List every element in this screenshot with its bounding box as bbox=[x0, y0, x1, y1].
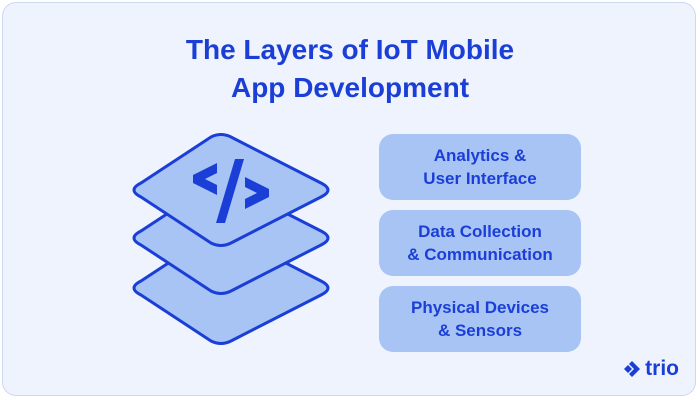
layer-label-physical-devices: Physical Devices & Sensors bbox=[379, 286, 581, 352]
layer-label-analytics: Analytics & User Interface bbox=[379, 134, 581, 200]
trio-logo-icon bbox=[624, 361, 641, 377]
brand-name: trio bbox=[645, 357, 679, 380]
layer-label-line: & Communication bbox=[407, 245, 553, 264]
brand-logo: trio bbox=[623, 357, 679, 381]
title-line-1: The Layers of IoT Mobile bbox=[185, 34, 515, 65]
layer-label-line: User Interface bbox=[423, 169, 537, 188]
layer-labels: Analytics & User Interface Data Collecti… bbox=[379, 134, 581, 362]
layer-label-line: Data Collection bbox=[418, 222, 542, 241]
page-title: The Layers of IoT Mobile App Development bbox=[3, 31, 697, 107]
layer-label-line: & Sensors bbox=[437, 321, 523, 340]
layer-stack-icon bbox=[121, 133, 341, 361]
infographic-card: The Layers of IoT Mobile App Development bbox=[2, 2, 696, 396]
title-line-2: App Development bbox=[230, 72, 470, 103]
code-icon bbox=[193, 159, 269, 223]
layer-label-line: Analytics & bbox=[433, 146, 527, 165]
layer-label-data-collection: Data Collection & Communication bbox=[379, 210, 581, 276]
layer-label-line: Physical Devices bbox=[411, 298, 549, 317]
